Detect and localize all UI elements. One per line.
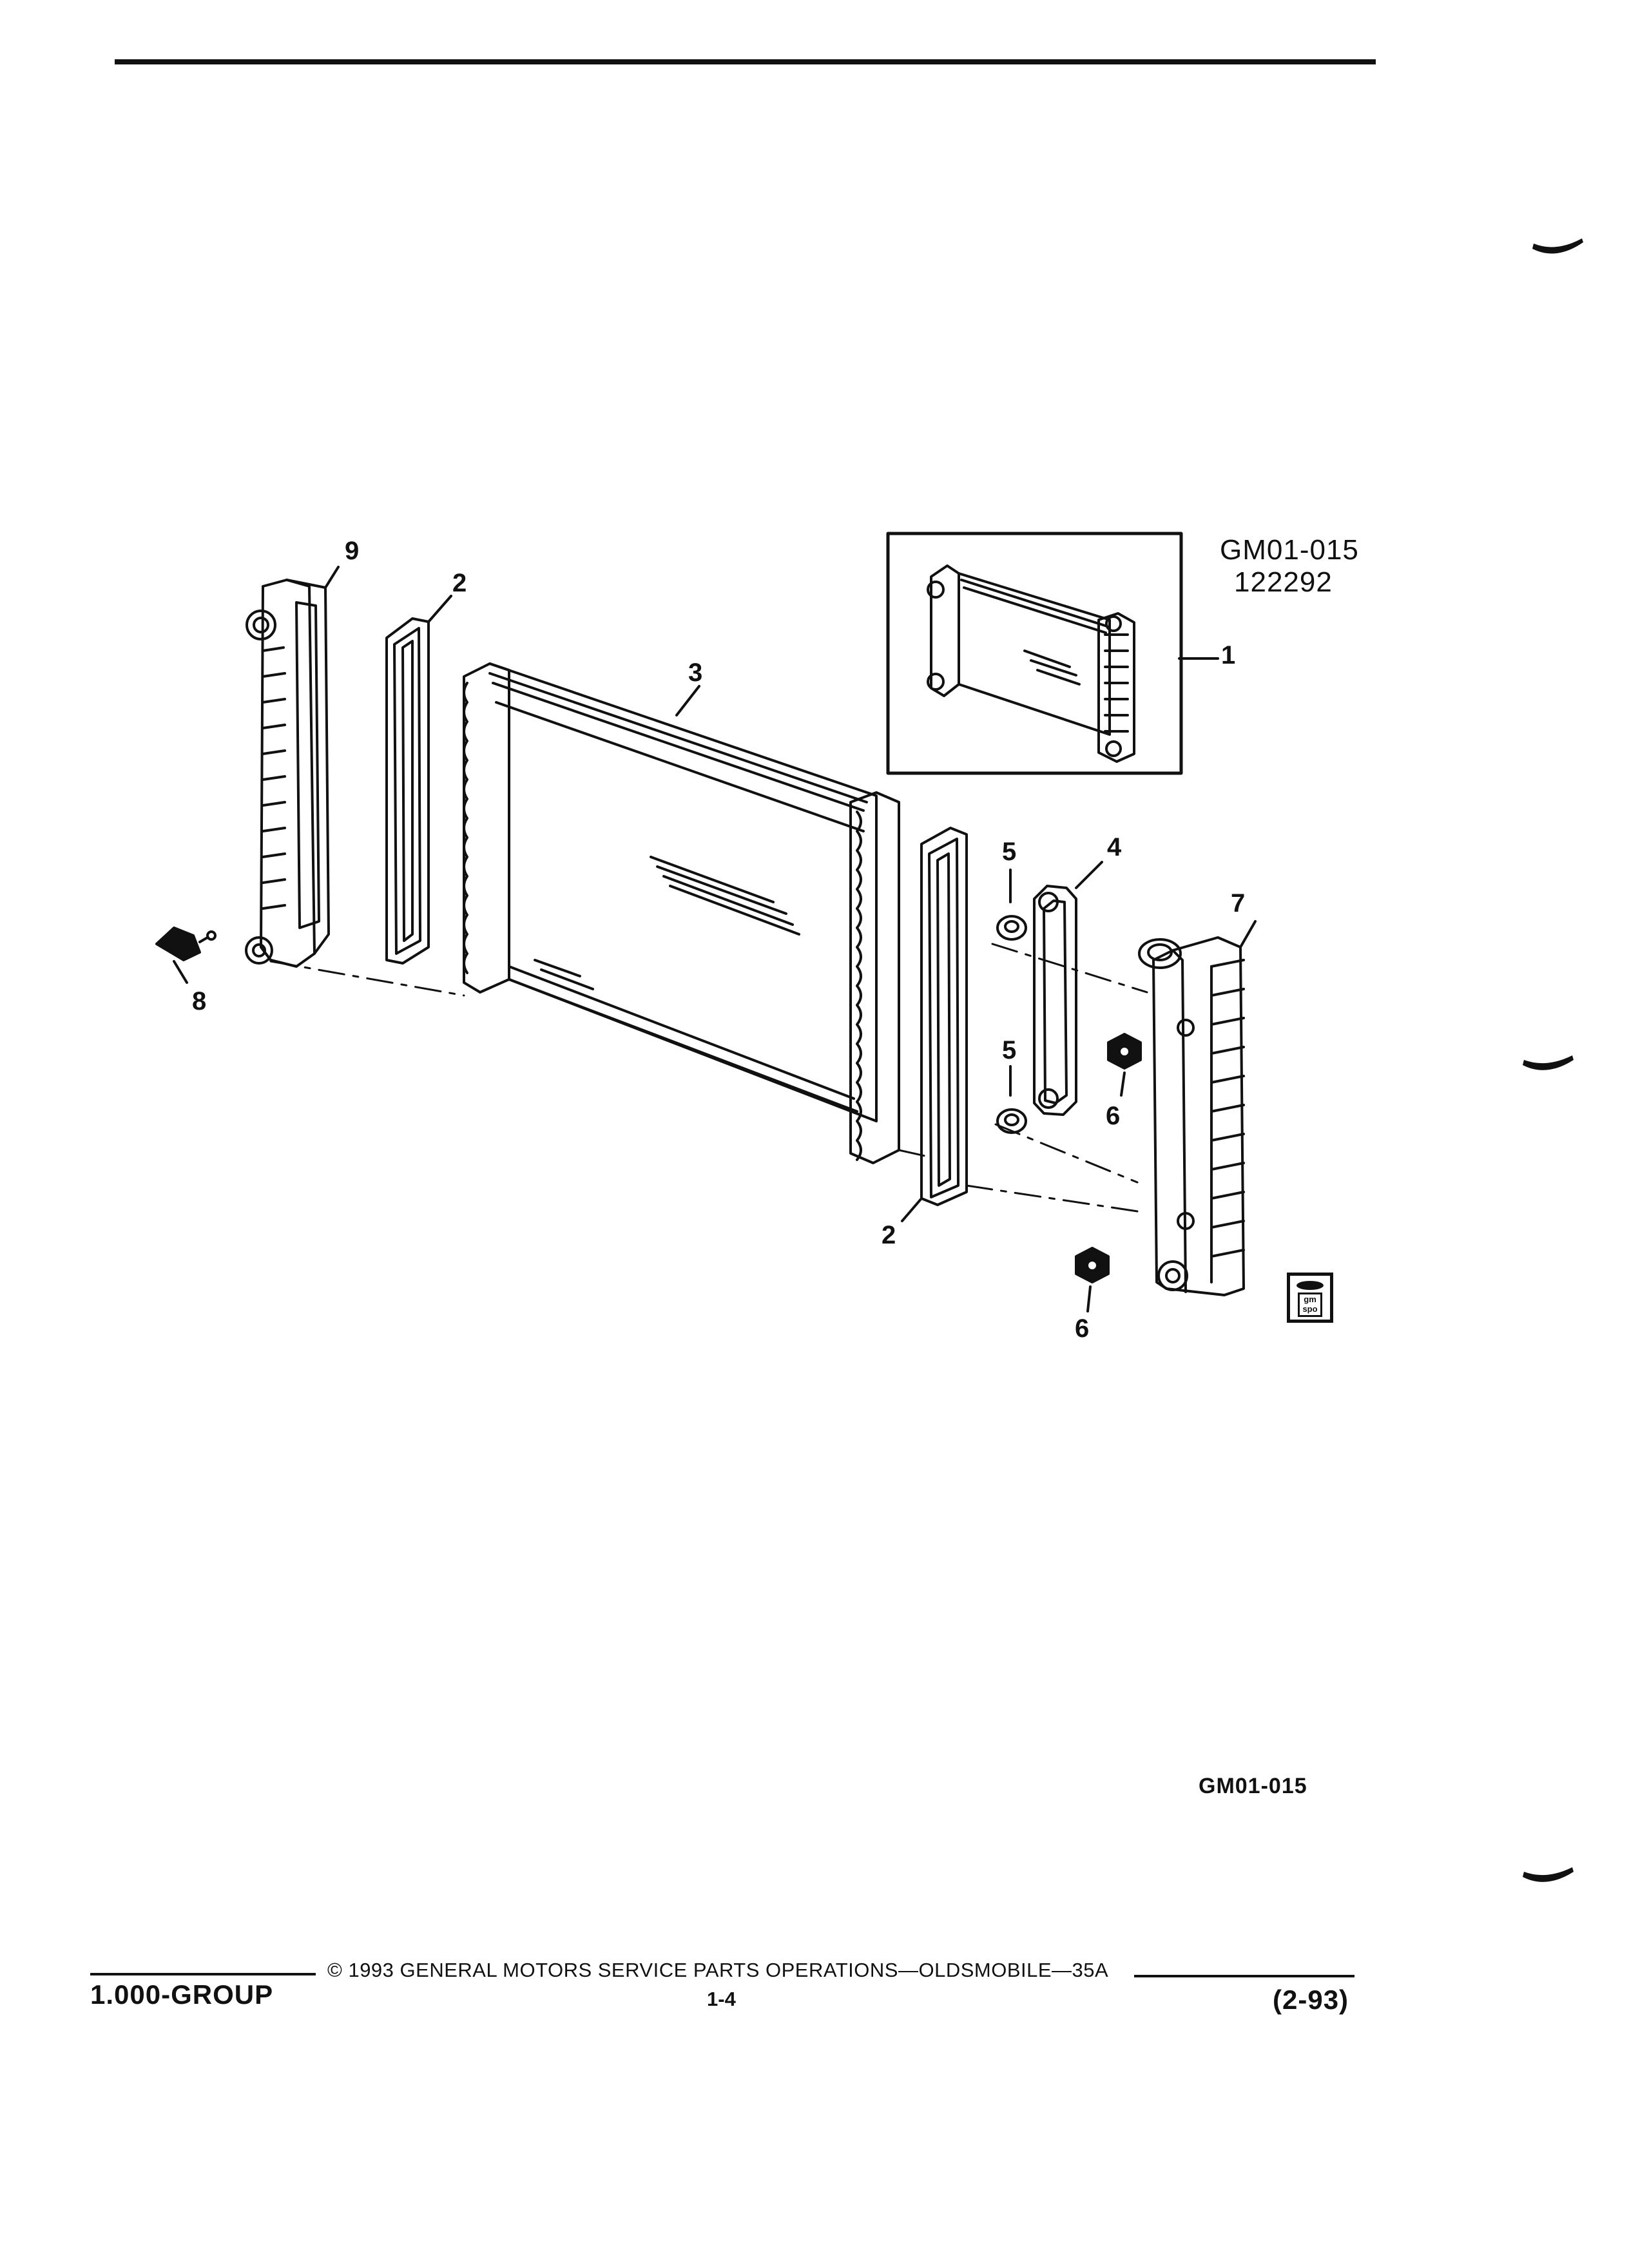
figure-date-code: 122292 bbox=[1234, 566, 1333, 598]
footer-page-number: 1-4 bbox=[707, 1988, 736, 2010]
part-5-bushing-lower bbox=[996, 1065, 1027, 1134]
callout-3: 3 bbox=[688, 658, 702, 687]
part-3-radiator-core bbox=[463, 662, 900, 1164]
part-5-bushing-upper bbox=[996, 869, 1027, 941]
binding-marks bbox=[1523, 238, 1583, 1882]
callout-7: 7 bbox=[1231, 889, 1245, 918]
callout-2-right: 2 bbox=[882, 1221, 896, 1249]
part-4-bracket bbox=[1033, 861, 1103, 1116]
callout-6-lower: 6 bbox=[1075, 1314, 1089, 1343]
callout-8: 8 bbox=[192, 987, 206, 1015]
callout-9: 9 bbox=[345, 537, 359, 565]
footer-right-rule bbox=[1134, 1975, 1354, 1977]
footer-date: (2-93) bbox=[1273, 1984, 1349, 2015]
callout-5-lower: 5 bbox=[1002, 1036, 1016, 1064]
part-7-right-tank bbox=[1138, 920, 1257, 1296]
footer-left-rule bbox=[90, 1973, 316, 1975]
footer-copyright: © 1993 GENERAL MOTORS SERVICE PARTS OPER… bbox=[327, 1959, 1109, 1981]
part-6-nut-lower bbox=[1075, 1247, 1110, 1312]
figure-code: GM01-015 bbox=[1220, 534, 1359, 566]
callout-2-left: 2 bbox=[452, 569, 467, 597]
footer-group: 1.000-GROUP bbox=[90, 1979, 274, 2010]
part-9-left-tank bbox=[245, 566, 340, 968]
callout-6-upper: 6 bbox=[1106, 1102, 1120, 1130]
callout-4: 4 bbox=[1107, 833, 1122, 861]
part-2-left-seal bbox=[385, 595, 452, 965]
part-6-nut-upper bbox=[1107, 1033, 1142, 1097]
part-8-drain-cock bbox=[155, 927, 217, 984]
callout-1: 1 bbox=[1221, 641, 1235, 669]
callout-5-upper: 5 bbox=[1002, 838, 1016, 866]
part-2-right-seal bbox=[901, 827, 968, 1222]
alignment-lines bbox=[269, 943, 1148, 1213]
inset-assembled-radiator bbox=[886, 532, 1219, 775]
figure-code-bottom: GM01-015 bbox=[1199, 1774, 1307, 1798]
top-rule bbox=[115, 59, 1376, 64]
